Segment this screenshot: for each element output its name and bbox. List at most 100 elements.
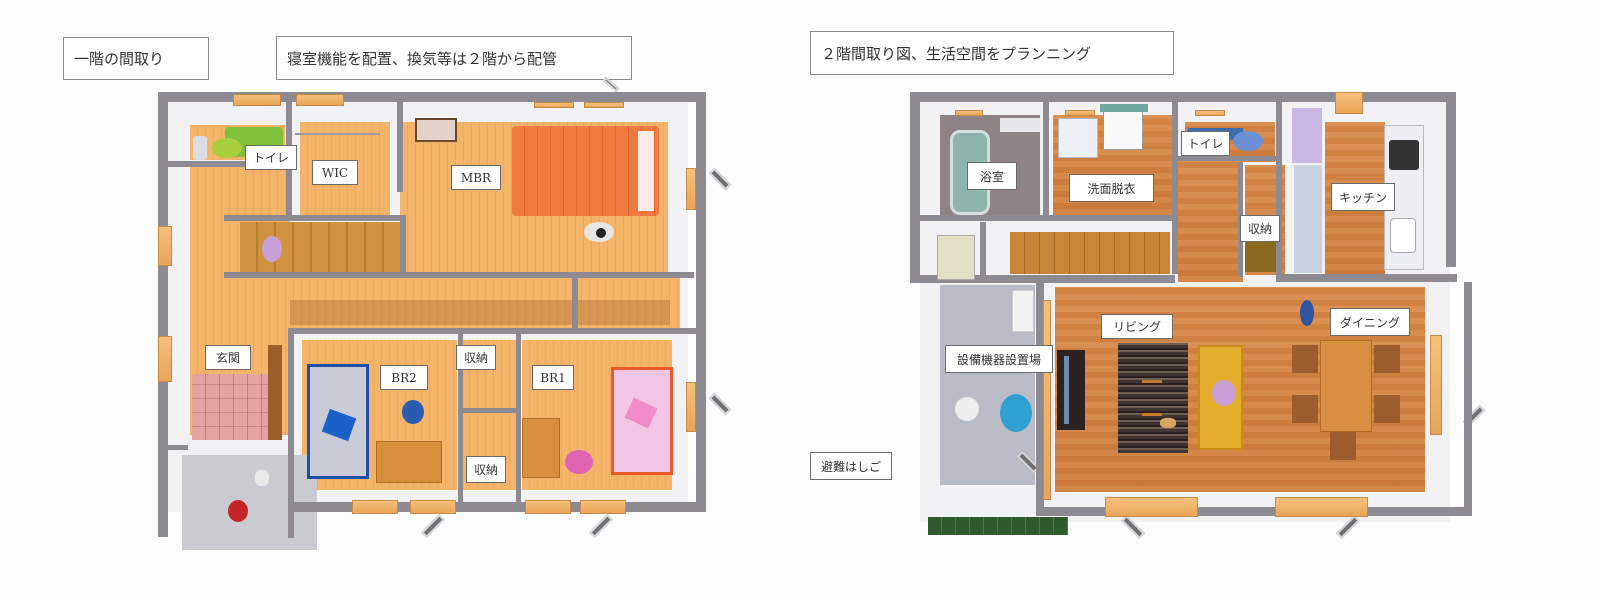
window [410,500,456,514]
wall [168,161,286,167]
room-label-wic: WIC [312,160,358,185]
room-label-bathroom: 浴室 [967,162,1017,190]
stool-icon [1000,394,1032,432]
room-label-washroom: 洗面脱衣 [1069,174,1154,202]
toilet-bowl-icon [1233,131,1263,151]
window [1430,335,1442,435]
wall [458,330,463,505]
dining-chair [1374,395,1400,423]
window [686,382,696,432]
closet-rail-icon [295,133,380,135]
wall [1036,275,1044,515]
wall [910,92,1456,102]
room-label-dining: ダイニング [1330,308,1410,336]
wall [516,330,521,505]
stove-icon [1389,140,1419,170]
person-on-sofa-icon [1212,380,1236,406]
wall [920,215,1175,221]
utility-box [937,235,975,280]
window [525,500,571,514]
hall-floor [1178,160,1243,282]
corridor-floor [190,272,680,332]
wall [158,92,706,102]
window [296,94,344,106]
wall [980,222,986,280]
shoe-cabinet [268,345,282,440]
coffee-table [1142,380,1162,416]
wall [696,92,706,512]
mbr-desk [415,118,457,142]
wall [288,328,698,334]
wall [158,445,188,450]
room-label-toilet: トイレ [1181,131,1230,156]
wall [1464,282,1472,514]
wall [1446,92,1456,267]
person-br1-icon [565,450,593,474]
window [1065,110,1095,116]
room-label-kitchen: キッチン [1331,183,1395,211]
dining-chair [1330,432,1356,460]
washing-machine [1058,118,1098,158]
dining-chair [1374,345,1400,373]
dog-icon [1160,418,1176,428]
entrance-tile-grid [192,374,280,440]
wall [1036,507,1472,516]
second-floor-stairs [1010,232,1170,274]
wall [397,102,403,192]
window [158,336,172,382]
sofa [1198,345,1243,450]
tv-screen [1064,356,1069,424]
window [1275,497,1368,517]
room-label-mbr: MBR [451,165,501,190]
window [534,102,574,108]
cat-icon [255,470,269,486]
dining-table [1320,340,1372,432]
room-label-br2: BR2 [380,365,428,390]
window [584,102,624,108]
br1-desk [522,418,560,478]
person-on-stairs-icon [262,236,282,262]
mbr-pillow [638,131,654,211]
first-floor-note: 寝室機能を配置、換気等は２階から配管 [276,36,632,80]
window [352,500,398,514]
person-head-icon [596,228,606,238]
kitchen-partition [1294,165,1322,273]
room-label-storage-lower: 収納 [466,456,506,483]
room-label-toilet: トイレ [245,145,297,170]
room-label-entrance: 玄関 [205,345,251,370]
wall [400,215,406,275]
vanity-sink [1103,110,1143,150]
person-at-entrance-icon [228,500,248,522]
dining-chair [1292,395,1318,423]
tv-stand [1057,350,1085,430]
room-label-equipment: 設備機器設置場 [945,345,1053,373]
vanity-mirror [1100,104,1148,112]
window [580,500,626,514]
wall [1172,102,1178,274]
wall [158,92,168,537]
wall [224,272,694,278]
storage-shelf [1245,240,1281,272]
window [955,110,983,116]
window [1335,92,1363,114]
toilet-bowl-icon [212,138,242,158]
room-label-escape-ladder: 避難はしご [810,452,892,480]
first-floor-plan: トイレ WIC MBR 玄関 BR2 収納 BR1 収納 [158,76,732,550]
wall [224,215,406,221]
mbr-bed [512,126,659,216]
wall [1178,156,1276,161]
room-label-storage: 収納 [1240,215,1280,242]
first-floor-title: 一階の間取り [63,37,209,80]
wall [910,92,920,282]
wall [1276,102,1282,282]
person-dining-icon [1300,300,1314,326]
wall [1282,274,1457,282]
corridor-shadow [290,300,670,325]
person-equipment-icon [955,397,979,421]
window [158,226,172,266]
person-br2-icon [402,400,424,424]
room-label-storage-upper: 収納 [456,345,496,370]
window [1043,300,1051,500]
equipment-unit [1012,290,1034,332]
